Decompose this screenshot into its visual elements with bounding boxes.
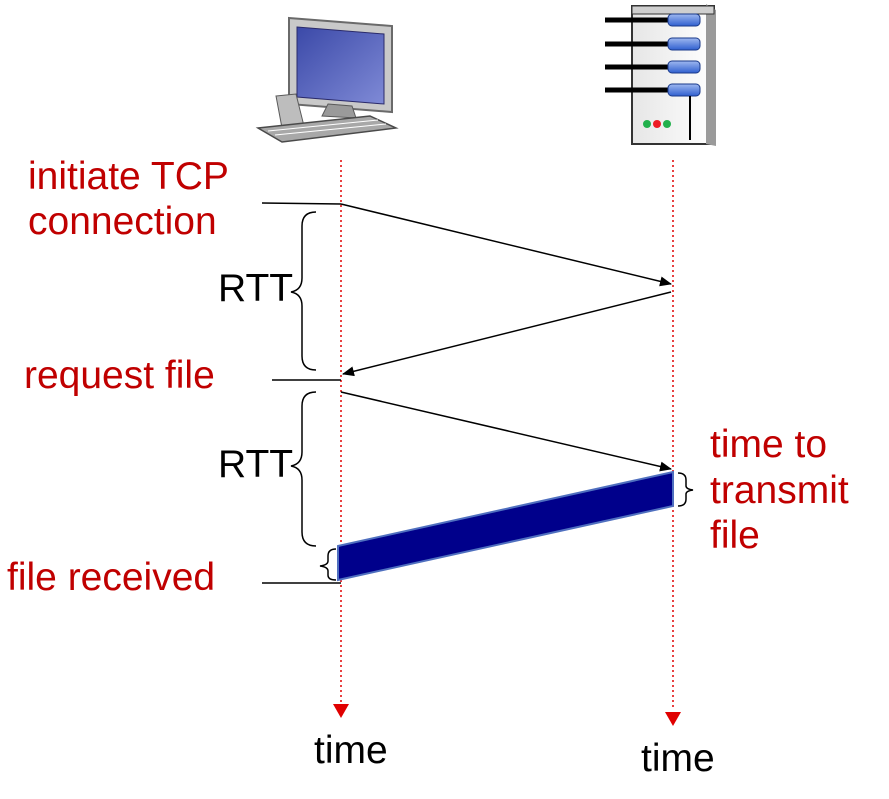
initiate-leader-line <box>261 202 342 205</box>
client-timeline <box>333 160 349 718</box>
rtt-label-2: RTT <box>218 443 294 486</box>
syn-arrow <box>340 203 672 287</box>
server-timeline <box>665 160 681 726</box>
request-arrow <box>340 391 672 472</box>
rtt-label-1: RTT <box>218 267 294 310</box>
file-transfer-block <box>337 470 674 582</box>
transmit-time-brace <box>677 472 694 507</box>
transmit-label-line1: time to <box>710 423 828 466</box>
transmit-label-line2: transmit <box>710 469 849 512</box>
file-received-label: file received <box>7 556 216 599</box>
server-timeline-arrowhead <box>665 712 681 726</box>
server-tower-icon <box>605 4 716 146</box>
server-time-label: time <box>641 737 715 780</box>
desktop-computer-icon <box>255 16 399 143</box>
syn-ack-arrow <box>342 291 672 377</box>
receive-time-brace <box>319 548 337 581</box>
rtt-brace-1 <box>290 211 317 371</box>
request-file-label: request file <box>24 354 215 397</box>
transmit-label-line3: file <box>710 514 760 557</box>
client-timeline-arrowhead <box>333 704 349 718</box>
initiate-label-line2: connection <box>28 200 217 243</box>
initiate-label-line1: initiate TCP <box>28 155 229 198</box>
client-time-label: time <box>314 729 388 772</box>
rtt-brace-2 <box>290 391 317 547</box>
